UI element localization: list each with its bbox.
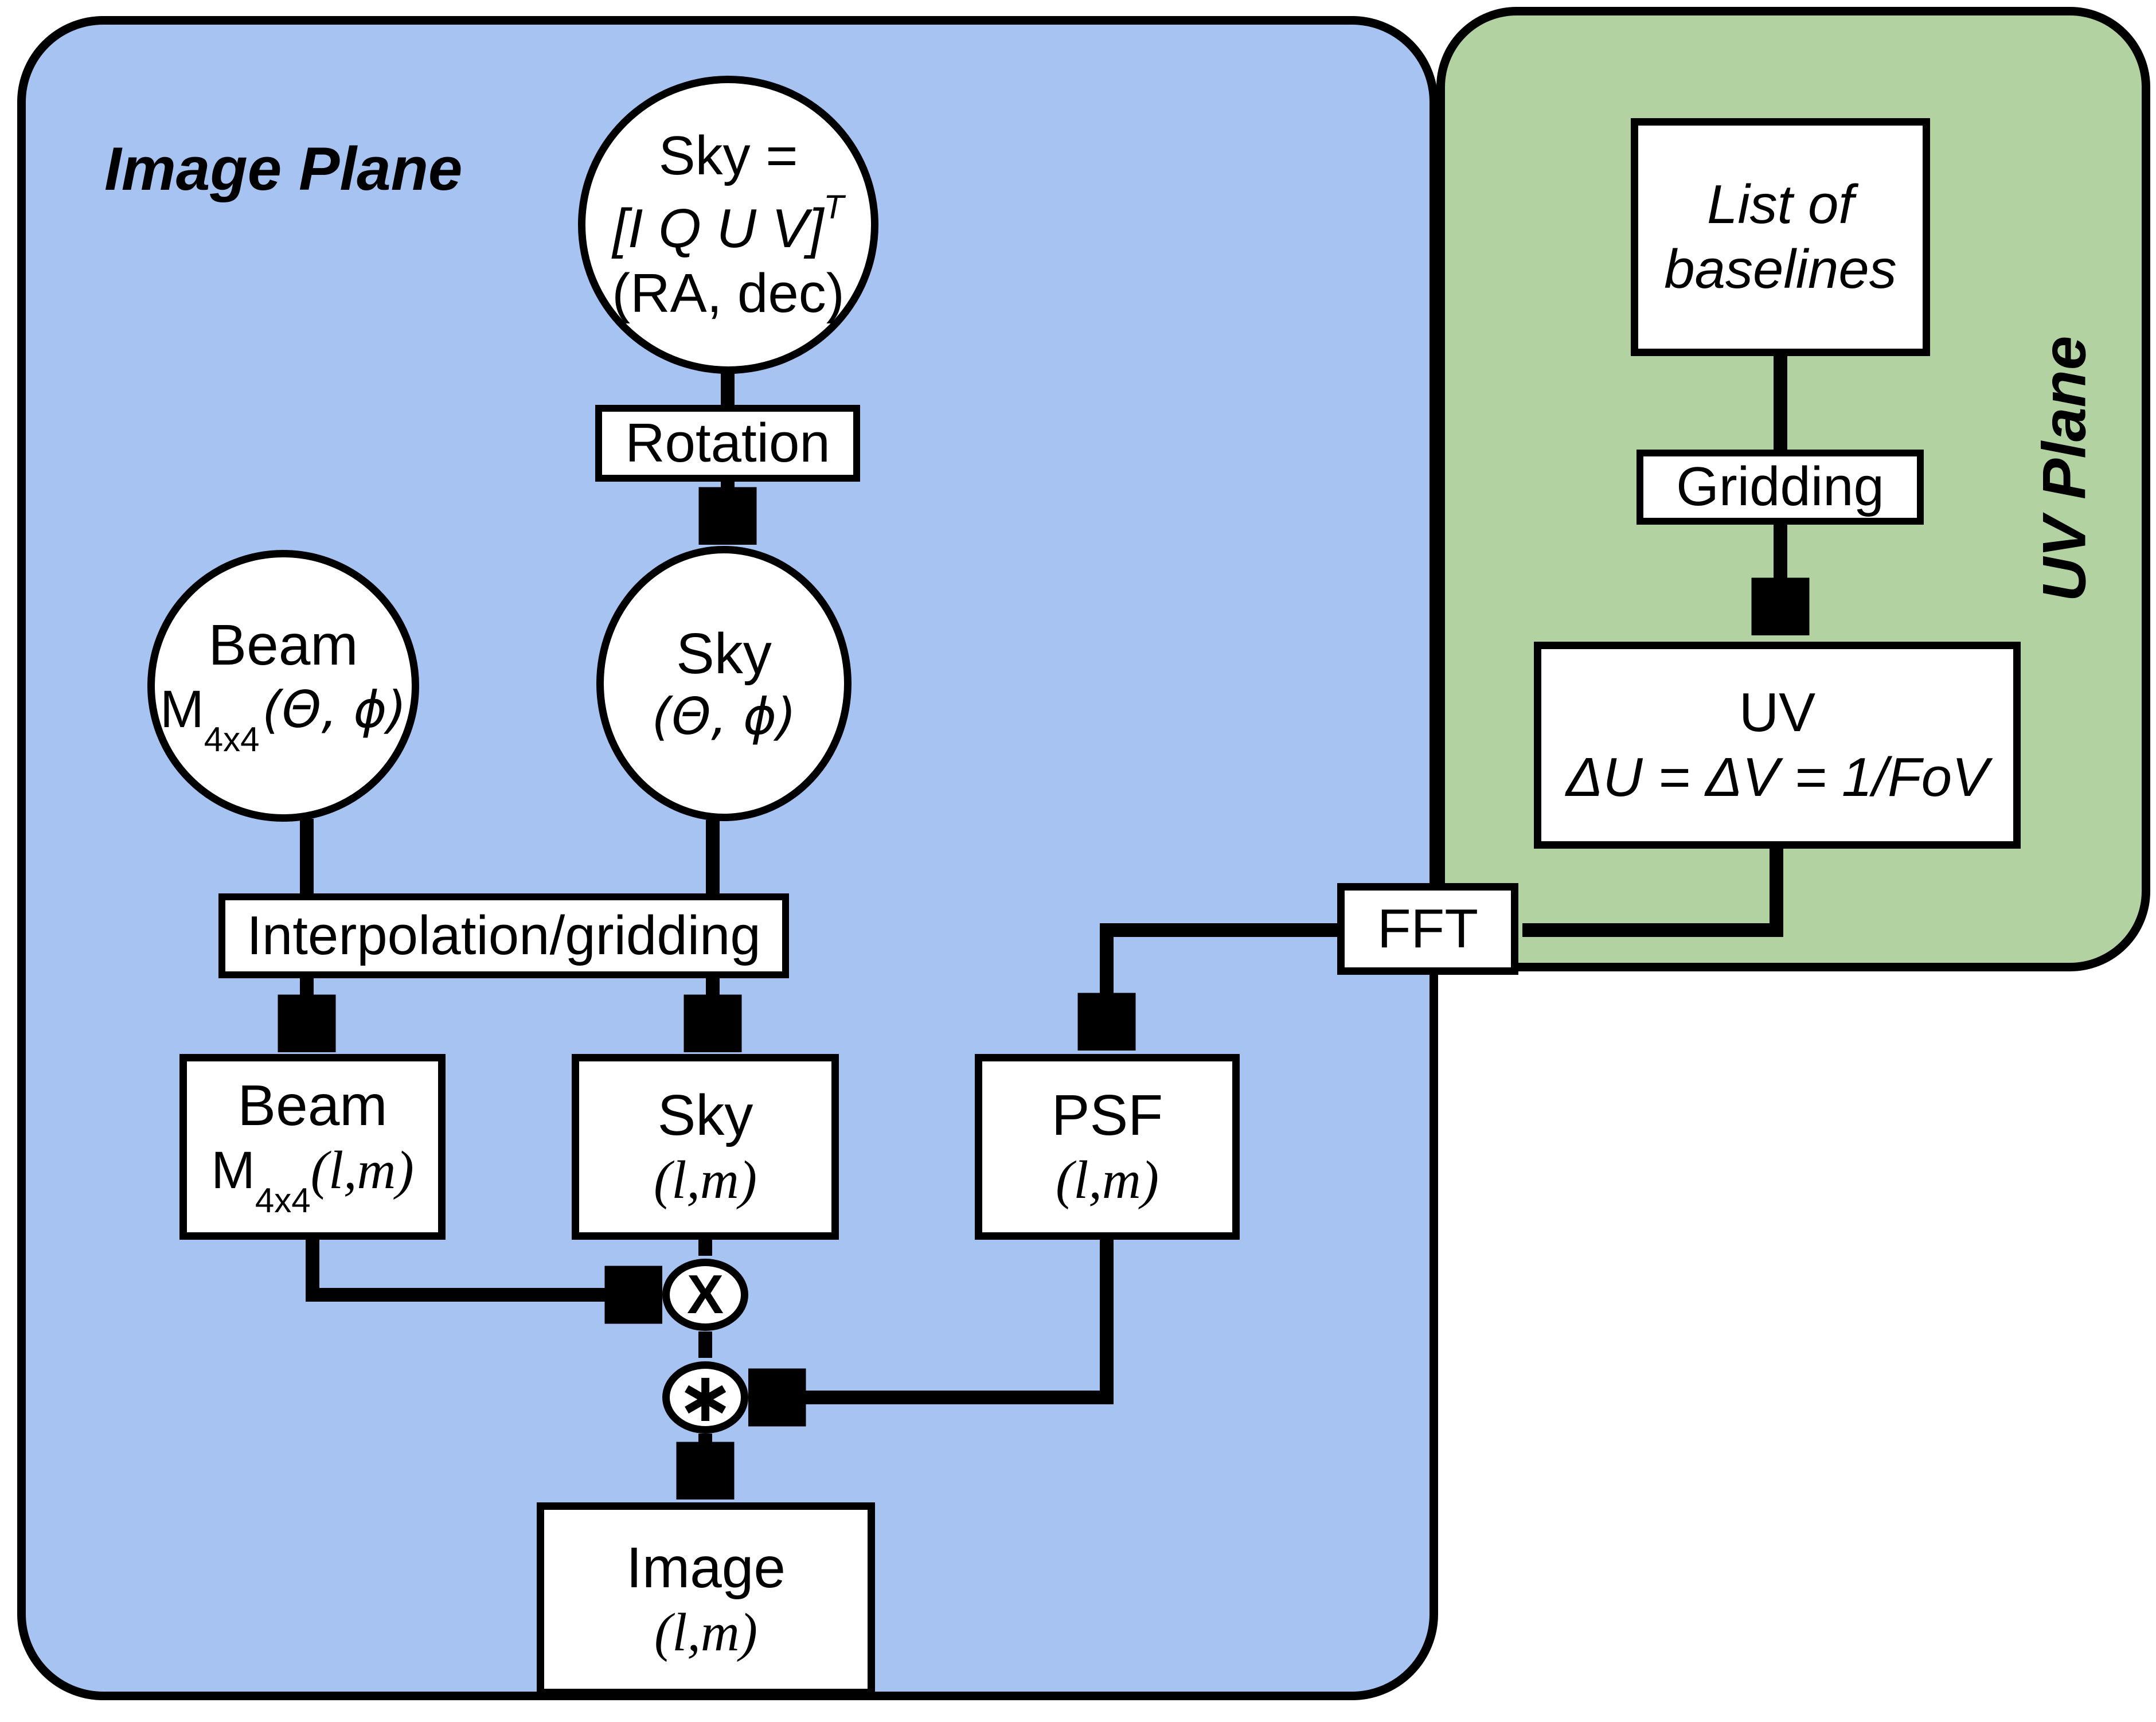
sky-circle-args: (Θ, ϕ): [651, 687, 796, 747]
beam-box-args: (l,m): [310, 1141, 414, 1201]
baselines-line2: baselines: [1664, 238, 1897, 300]
gridding-box: Gridding: [1636, 450, 1924, 525]
uv-box: UV ΔU = ΔV = 1/FoV: [1534, 642, 2021, 849]
gridding-label: Gridding: [1676, 456, 1884, 518]
baselines-line1: List of: [1706, 174, 1854, 236]
sky-celestial-line3: (RA, dec): [612, 262, 845, 324]
beam-box: Beam M4x4(l,m): [179, 1054, 446, 1240]
convolve-symbol: ∗: [676, 1359, 735, 1436]
sky-circle: Sky (Θ, ϕ): [596, 546, 852, 821]
transpose-superscript: T: [823, 189, 844, 227]
beam-circle: Beam M4x4 (Θ, ϕ): [147, 550, 419, 822]
convolve-operator: ∗: [662, 1361, 748, 1434]
image-box: Image (l,m): [537, 1502, 875, 1696]
uv-box-formula: ΔU = ΔV = 1/FoV: [1565, 746, 1989, 808]
fft-label: FFT: [1377, 897, 1478, 959]
image-box-title: Image: [626, 1535, 786, 1600]
psf-box: PSF (l,m): [975, 1054, 1240, 1240]
rotation-box: Rotation: [595, 405, 860, 482]
sky-box: Sky (l,m): [572, 1054, 839, 1240]
beam-circle-title: Beam: [208, 612, 358, 677]
mueller-matrix-subscript: 4x4: [204, 720, 260, 759]
fft-box: FFT: [1337, 883, 1518, 975]
sky-circle-title: Sky: [676, 622, 772, 686]
sky-box-args: (l,m): [653, 1150, 757, 1210]
image-plane-title: Image Plane: [104, 134, 463, 203]
multiply-operator: X: [662, 1259, 748, 1331]
interpolation-box: Interpolation/gridding: [218, 893, 789, 978]
interpolation-label: Interpolation/gridding: [247, 904, 761, 966]
mueller-matrix-subscript: 4x4: [255, 1181, 311, 1220]
sky-celestial-circle: Sky = [I Q U V]T (RA, dec): [578, 76, 878, 374]
beam-circle-expression: M4x4 (Θ, ϕ): [160, 679, 407, 760]
beam-box-title: Beam: [237, 1073, 388, 1138]
sky-celestial-line2: [I Q U V]T: [612, 188, 844, 261]
uv-box-title: UV: [1739, 682, 1816, 744]
list-of-baselines-box: List of baselines: [1631, 118, 1930, 356]
sky-celestial-line1: Sky =: [658, 125, 798, 187]
rotation-label: Rotation: [625, 412, 830, 474]
beam-circle-args: (Θ, ϕ): [261, 680, 407, 739]
mueller-matrix-symbol: M: [160, 680, 204, 739]
multiply-symbol: X: [686, 1263, 724, 1325]
sky-box-title: Sky: [657, 1083, 753, 1147]
mueller-matrix-symbol: M: [211, 1141, 255, 1200]
stokes-vector: [I Q U V]: [612, 198, 824, 260]
image-box-args: (l,m): [654, 1602, 758, 1662]
psf-box-args: (l,m): [1055, 1150, 1159, 1210]
psf-box-title: PSF: [1051, 1083, 1163, 1147]
beam-box-expression: M4x4(l,m): [211, 1139, 414, 1221]
uv-plane-title: UV Plane: [2029, 335, 2099, 602]
